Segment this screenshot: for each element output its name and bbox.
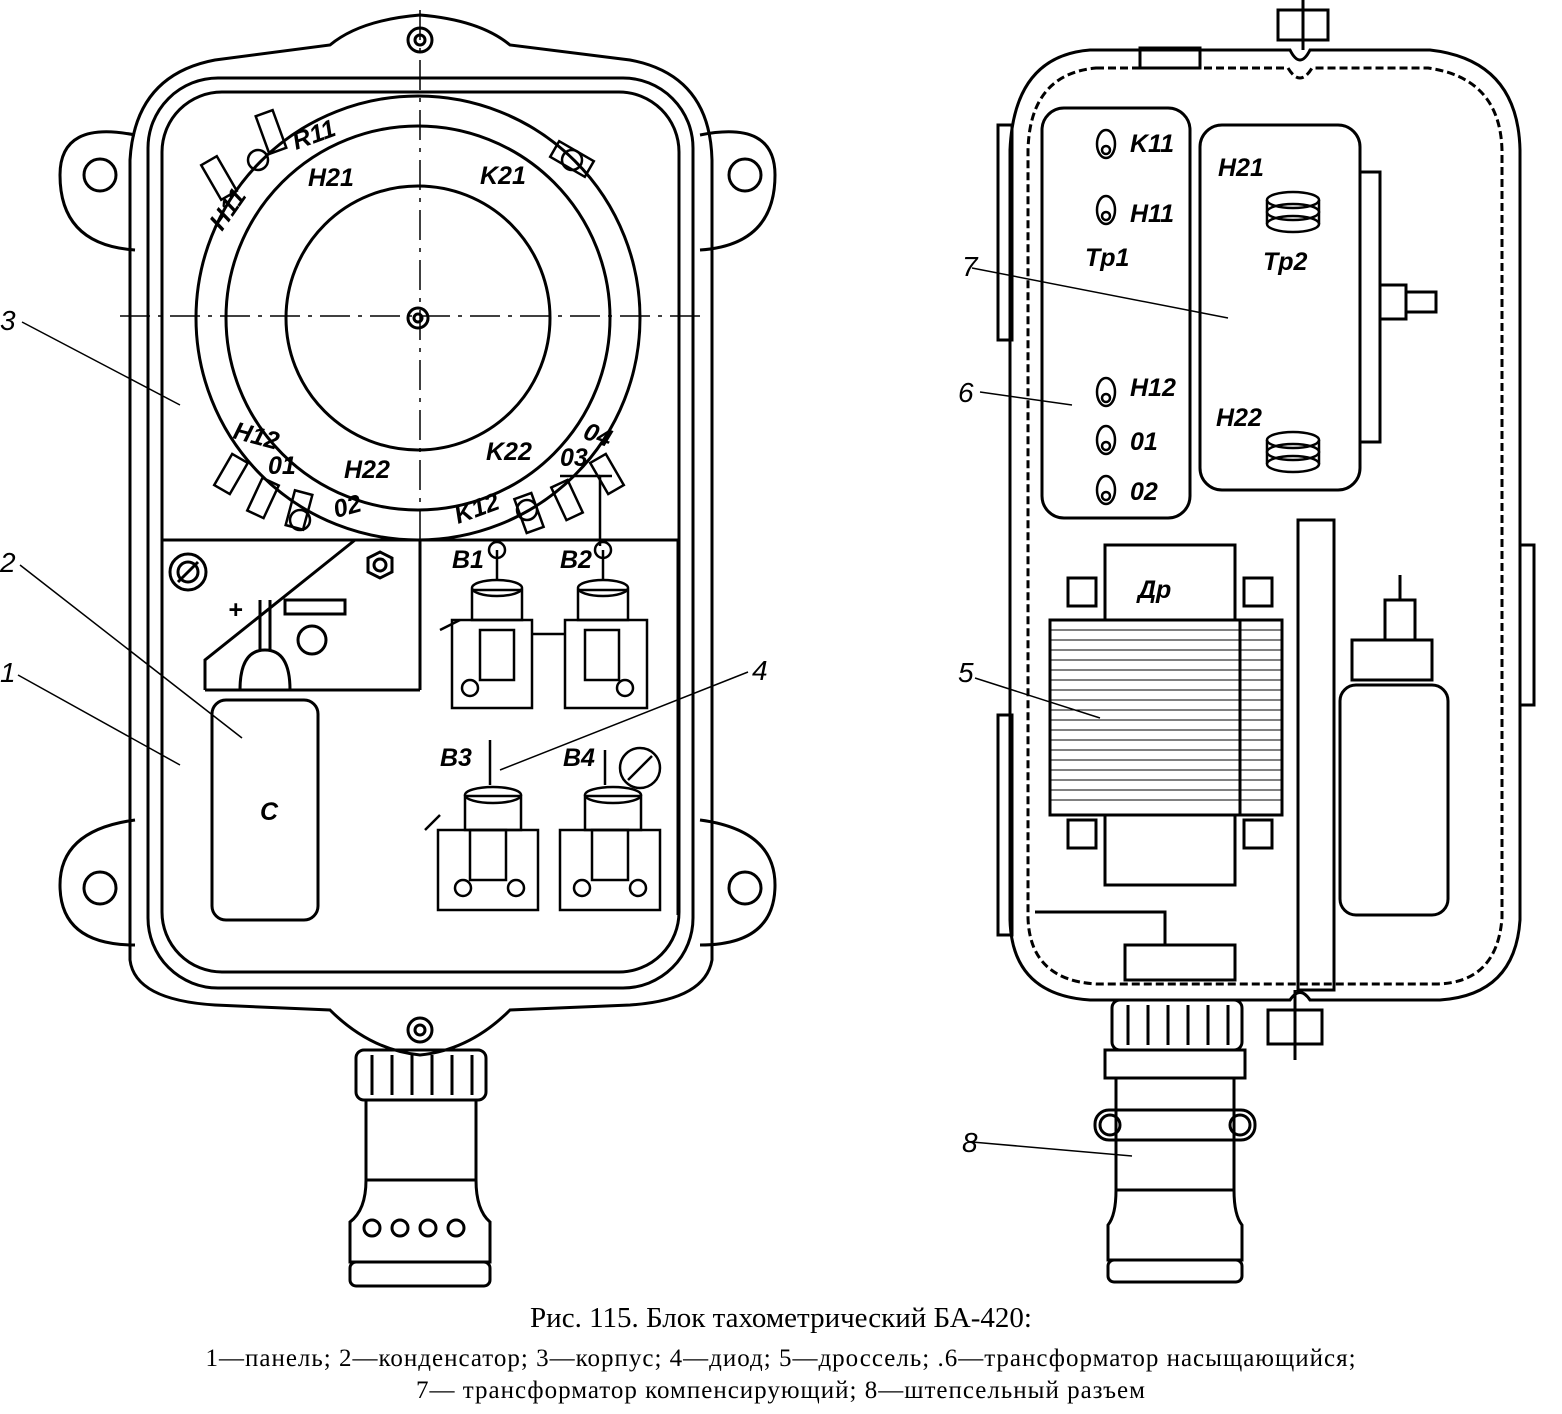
label-K21: K21 xyxy=(480,162,526,190)
mounting-lugs xyxy=(58,130,777,947)
label-choke: Др xyxy=(1136,576,1171,604)
label-H22-right: H22 xyxy=(1216,404,1262,432)
label-H21: H21 xyxy=(308,164,354,192)
toroid-transformer xyxy=(194,94,642,542)
label-Tp2: Tp2 xyxy=(1263,248,1308,276)
terminal-lugs-left xyxy=(199,108,626,535)
connector-left xyxy=(348,1048,492,1288)
label-B1: B1 xyxy=(452,546,484,574)
label-B2: B2 xyxy=(560,546,592,574)
figure-legend-line2: 7— трансформатор компенсирующий; 8—штепс… xyxy=(416,1377,1146,1404)
figure-legend-line1: 1—панель; 2—конденсатор; 3—корпус; 4—дио… xyxy=(205,1345,1357,1372)
label-02-right: 02 xyxy=(1130,478,1158,506)
capacitor-label: C xyxy=(260,798,279,826)
label-K11: K11 xyxy=(1130,130,1174,158)
diode-labels: B1 B2 B3 B4 xyxy=(440,546,595,772)
diode-B3 xyxy=(424,740,540,912)
figure-title: Рис. 115. Блок тахометрический БА-420: xyxy=(530,1302,1032,1334)
connector-right xyxy=(1093,998,1257,1284)
component-panel xyxy=(160,538,680,915)
tp1-eyelets xyxy=(1095,128,1117,506)
label-H12-right: H12 xyxy=(1130,374,1176,402)
label-K22: K22 xyxy=(486,438,532,466)
callout-5: 5 xyxy=(958,657,974,688)
callout-1: 1 xyxy=(0,657,16,688)
label-R11: R11 xyxy=(288,114,339,155)
capacitor: C + xyxy=(210,596,347,922)
label-K12: K12 xyxy=(450,488,503,530)
callout-3: 3 xyxy=(0,305,16,336)
label-H22: H22 xyxy=(344,456,390,484)
label-Tp1: Tp1 xyxy=(1085,244,1129,272)
label-01: 01 xyxy=(268,452,296,480)
callout-8: 8 xyxy=(962,1127,978,1158)
callout-2: 2 xyxy=(0,547,16,578)
label-02: 02 xyxy=(330,490,364,524)
label-H21-right: H21 xyxy=(1218,154,1264,182)
left-view: H11 R11 H21 K21 H12 01 H22 02 K22 03 04 … xyxy=(17,10,777,1288)
callout-7: 7 xyxy=(962,251,979,282)
label-B3: B3 xyxy=(440,744,472,772)
label-03: 03 xyxy=(560,444,588,472)
plus-sign: + xyxy=(228,596,243,624)
label-H11: H11 xyxy=(204,183,252,235)
label-H11-right: H11 xyxy=(1130,200,1174,228)
callout-numbers: 1 2 3 4 5 6 7 8 xyxy=(0,251,979,1158)
diode-B1 xyxy=(439,540,534,710)
diodes xyxy=(424,474,662,912)
right-view: K11 H11 H12 01 02 H21 H22 Tp1 Tp2 xyxy=(971,0,1536,1284)
diode-B4 xyxy=(558,746,662,912)
callout-leaders-left xyxy=(17,321,749,771)
label-B4: B4 xyxy=(563,744,595,772)
housing-right-outer xyxy=(1008,48,1522,1002)
choke: Др xyxy=(1048,543,1284,887)
tp2-coils xyxy=(1265,190,1321,474)
callout-4: 4 xyxy=(752,655,768,686)
transformer-tp1 xyxy=(1040,106,1192,520)
housing-outer xyxy=(128,13,714,1057)
label-01-right: 01 xyxy=(1130,428,1158,456)
callout-6: 6 xyxy=(958,377,974,408)
terminal-labels-right: K11 H11 H12 01 02 H21 H22 Tp1 Tp2 xyxy=(1085,130,1308,506)
diode-B2 xyxy=(532,540,649,710)
callout-leaders-right xyxy=(971,267,1229,1157)
